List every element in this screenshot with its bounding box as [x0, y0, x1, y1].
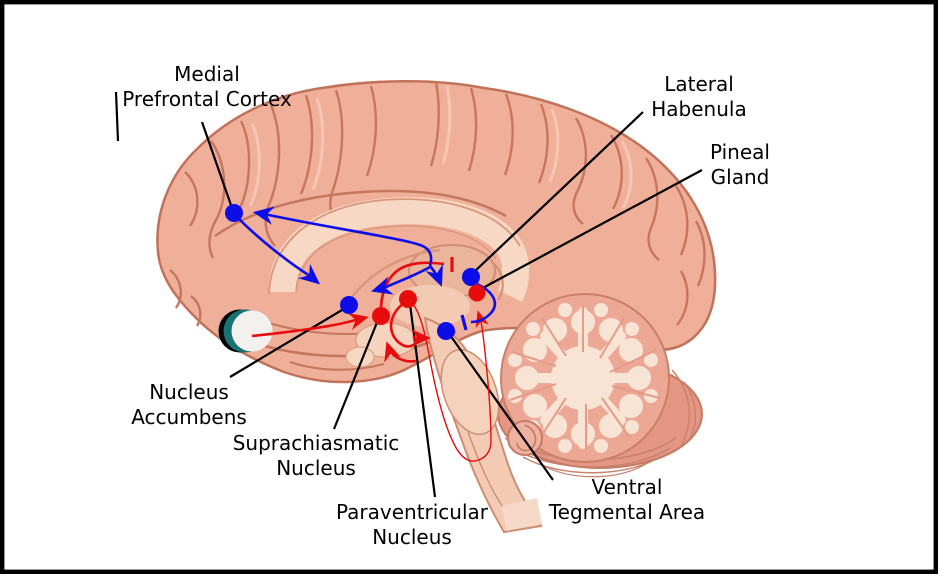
- pathway-mpfc-to-nac: [238, 218, 320, 285]
- label-line: Paraventricular: [335, 500, 489, 524]
- gyri-highlights: [248, 85, 633, 209]
- label-line: Nucleus: [149, 380, 229, 404]
- eye-icon: [218, 309, 273, 353]
- label-line: Ventral: [591, 475, 663, 499]
- pathway-up-to-scn: [384, 341, 417, 363]
- label-lateral-habenula: Lateral Habenula: [651, 72, 746, 122]
- brainstem: [423, 316, 543, 534]
- pathway-pvn-brainstem-loop-to-pineal: [411, 302, 492, 462]
- label-line: Prefrontal Cortex: [122, 87, 292, 111]
- spinal-cord-tip: [502, 498, 542, 531]
- pathway-to-vta-region: [425, 264, 443, 287]
- corpus-callosum: [268, 197, 530, 303]
- label-line: Suprachiasmatic: [232, 431, 400, 455]
- label-medial-prefrontal-cortex: Medial Prefrontal Cortex: [122, 62, 292, 112]
- red-pathways: [251, 257, 492, 462]
- label-suprachiasmatic-nucleus: Suprachiasmatic Nucleus: [233, 431, 400, 481]
- label-line: Medial: [174, 62, 240, 86]
- label-line: Accumbens: [131, 405, 247, 429]
- node-pineal-dot: [468, 284, 486, 302]
- label-line: Habenula: [651, 97, 747, 121]
- label-line: Nucleus: [372, 525, 452, 549]
- node-lhb-dot: [462, 268, 480, 286]
- label-line: Nucleus: [276, 456, 356, 480]
- label-pineal-gland: Pineal Gland: [710, 140, 770, 190]
- leader-artifact-mpfc: [114, 91, 120, 142]
- leader-mpfc: [200, 121, 234, 209]
- leader-vta: [449, 334, 554, 481]
- node-mpfc-dot: [225, 204, 243, 222]
- pathway-to-nac-right: [371, 265, 431, 295]
- pathway-lhb-to-vta: [470, 282, 497, 324]
- node-nac-dot: [340, 296, 358, 314]
- cerebellum-fissures: [509, 306, 661, 450]
- pathway-eye-to-scn: [251, 313, 369, 338]
- pons: [440, 348, 500, 436]
- leader-scn: [332, 319, 380, 430]
- label-nucleus-accumbens: Nucleus Accumbens: [131, 380, 247, 430]
- node-pvn-dot: [399, 290, 417, 308]
- arbor-vitae: [508, 303, 658, 453]
- blue-pathways: [238, 206, 497, 331]
- node-scn-dot: [372, 307, 390, 325]
- leader-lhb: [473, 111, 644, 273]
- label-paraventricular-nucleus: Paraventricular Nucleus: [336, 500, 488, 550]
- leader-pineal: [480, 169, 703, 290]
- label-line: Lateral: [664, 72, 734, 96]
- brain-illustration: [156, 79, 717, 534]
- label-line: Tegmental Area: [548, 500, 706, 524]
- node-dots: [225, 204, 486, 340]
- label-line: Gland: [710, 165, 770, 189]
- leader-nac: [229, 309, 343, 378]
- pathway-to-mpfc: [252, 206, 433, 267]
- cerebellum: [500, 293, 670, 463]
- label-ventral-tegmental-area: Ventral Tegmental Area: [549, 475, 705, 525]
- node-vta-dot: [437, 322, 455, 340]
- inhibitory-bar-vta: [460, 314, 468, 331]
- label-line: Pineal: [710, 140, 770, 164]
